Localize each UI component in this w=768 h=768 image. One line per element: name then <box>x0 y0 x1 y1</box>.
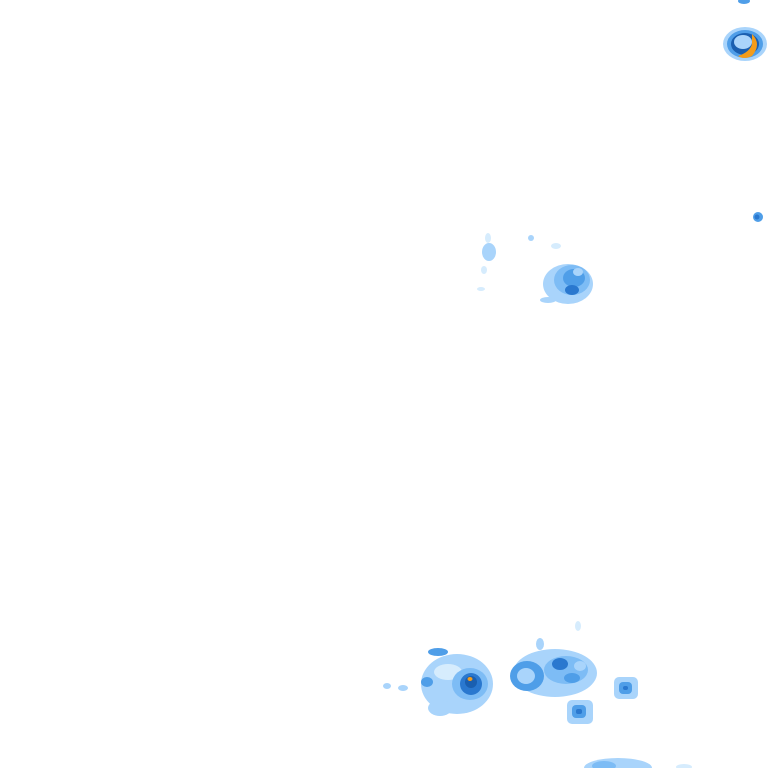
cell-bottom-mid-cluster <box>510 621 597 697</box>
cell-top-right-edge <box>738 0 750 4</box>
precip-blob <box>536 638 544 650</box>
precip-blob <box>574 661 586 671</box>
cell-right-speck <box>753 212 763 222</box>
precip-blob <box>477 287 485 291</box>
precip-blob <box>428 648 448 656</box>
precip-blob <box>575 621 581 631</box>
precip-blob <box>754 214 760 220</box>
cell-bottom-edge <box>584 758 692 768</box>
cell-bottom-small-square <box>567 700 593 724</box>
cell-bottom-right-square <box>614 677 638 699</box>
precip-blob <box>481 266 487 274</box>
precip-blob <box>576 709 582 714</box>
precip-blob <box>676 764 692 768</box>
precip-blob <box>383 683 391 689</box>
precip-blob <box>573 268 583 276</box>
precip-blob <box>517 668 535 684</box>
precip-blob <box>482 243 496 261</box>
precip-blob <box>528 235 534 241</box>
cell-center-scatter <box>477 233 561 291</box>
precip-blob <box>485 233 491 243</box>
precip-blob <box>551 243 561 249</box>
precip-blob <box>552 658 568 670</box>
cell-center-cluster <box>540 264 593 304</box>
precip-blob <box>592 761 616 768</box>
cell-top-right-ring <box>723 27 767 61</box>
precip-blob <box>398 685 408 691</box>
cell-bottom-left-cluster <box>383 648 493 716</box>
precip-blob <box>564 673 580 683</box>
precip-blob <box>623 686 628 690</box>
precip-blob <box>734 35 752 49</box>
precip-peak <box>467 677 473 681</box>
precip-peak <box>738 34 757 58</box>
precip-blob <box>421 677 433 687</box>
precip-blob <box>540 297 556 303</box>
precip-blob <box>565 285 579 295</box>
precip-blob <box>738 0 750 4</box>
precip-blob <box>428 700 452 716</box>
